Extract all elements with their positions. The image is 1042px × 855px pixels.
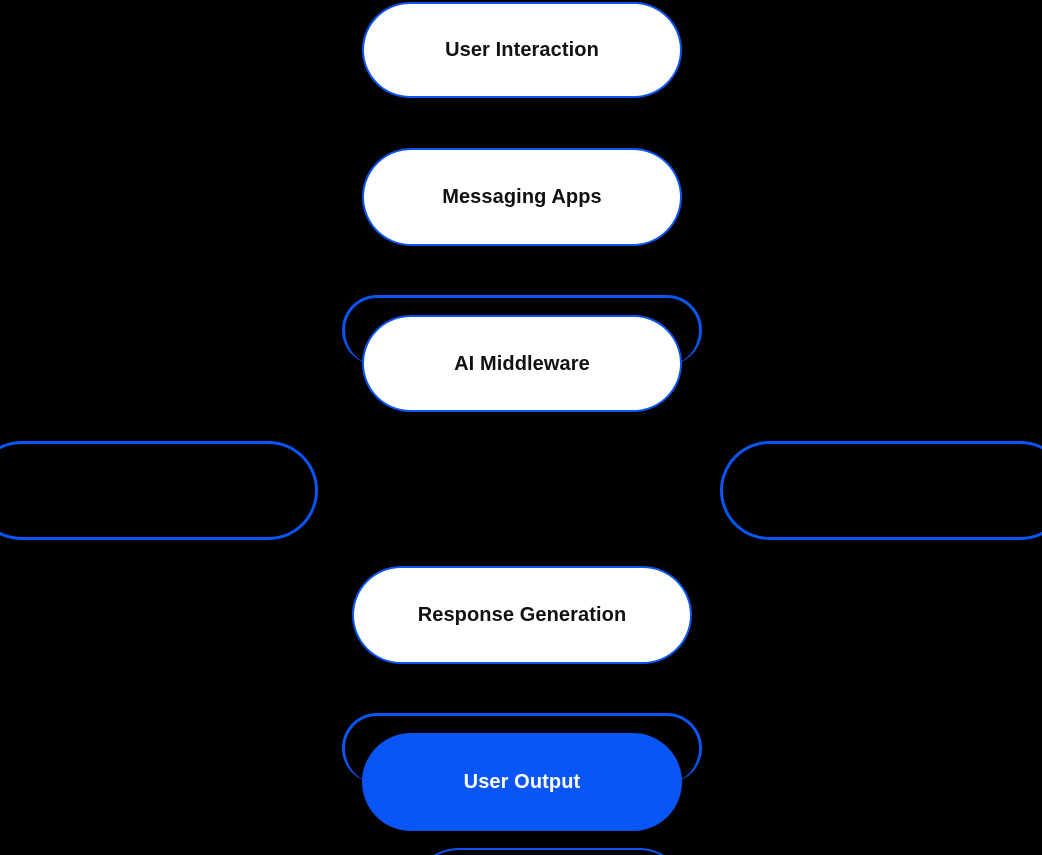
node-next-step[interactable] bbox=[410, 848, 688, 855]
node-ai-middleware[interactable]: AI Middleware bbox=[362, 315, 682, 412]
node-messaging-apps-label: Messaging Apps bbox=[442, 186, 602, 208]
node-response-generation-label: Response Generation bbox=[417, 604, 627, 626]
node-left-branch[interactable] bbox=[0, 441, 318, 540]
node-ai-middleware-label: AI Middleware bbox=[454, 352, 590, 375]
node-response-generation[interactable]: Response Generation bbox=[352, 566, 692, 664]
node-user-interaction-label: User Interaction bbox=[445, 39, 599, 61]
node-messaging-apps[interactable]: Messaging Apps bbox=[362, 148, 682, 246]
node-user-output-label: User Output bbox=[463, 771, 581, 793]
node-user-output[interactable]: User Output bbox=[362, 733, 682, 831]
node-right-branch[interactable] bbox=[720, 441, 1042, 540]
node-user-interaction[interactable]: User Interaction bbox=[362, 2, 682, 98]
